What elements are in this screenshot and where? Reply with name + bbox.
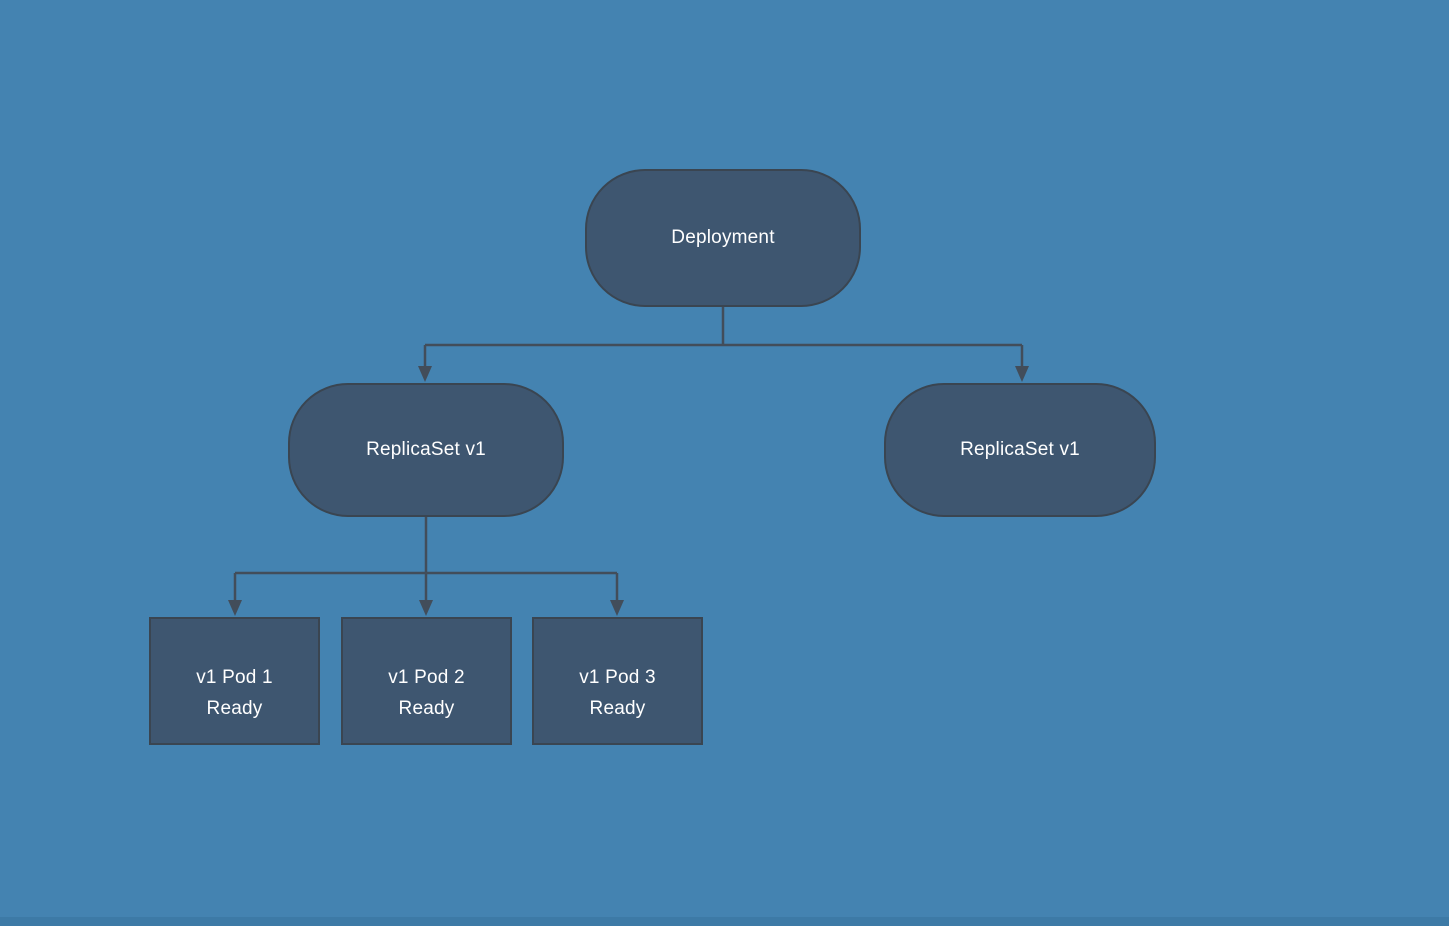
replicaset-v1-right-label: ReplicaSet v1 [960, 439, 1080, 460]
arrowhead-replicaset-left [418, 366, 432, 382]
pod2-node: v1 Pod 2 Ready [341, 617, 512, 745]
pod2-status: Ready [398, 698, 455, 719]
pod3-status: Ready [589, 698, 646, 719]
pod3-name: v1 Pod 3 [579, 667, 656, 688]
deployment-label: Deployment [671, 227, 775, 248]
pod3-node: v1 Pod 3 Ready [532, 617, 703, 745]
pod1-status: Ready [206, 698, 263, 719]
arrowhead-pod3 [610, 600, 624, 616]
arrowhead-pod1 [228, 600, 242, 616]
replicaset-v1-left-label: ReplicaSet v1 [366, 439, 486, 460]
replicaset-v1-left-node: ReplicaSet v1 [288, 383, 564, 517]
replicaset-v1-right-node: ReplicaSet v1 [884, 383, 1156, 517]
edge-deployment-stem [423, 307, 1024, 367]
bottom-edge-strip [0, 917, 1449, 926]
edge-replicaset-stem [233, 517, 619, 601]
arrowhead-pod2 [419, 600, 433, 616]
pod1-node: v1 Pod 1 Ready [149, 617, 320, 745]
pod1-name: v1 Pod 1 [196, 667, 273, 688]
arrowhead-replicaset-right [1015, 366, 1029, 382]
deployment-node: Deployment [585, 169, 861, 307]
pod2-name: v1 Pod 2 [388, 667, 465, 688]
